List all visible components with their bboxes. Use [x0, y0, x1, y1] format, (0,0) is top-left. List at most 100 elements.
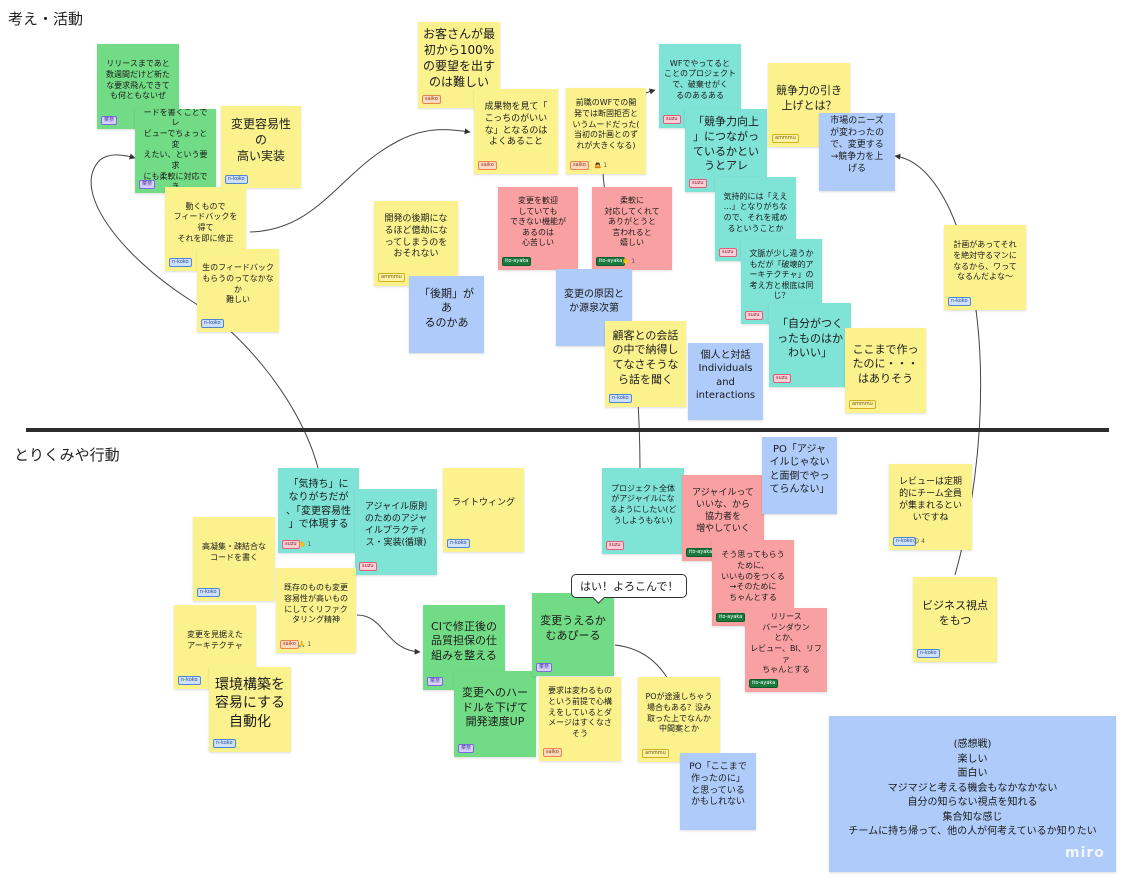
sticky-note[interactable]: 市場のニーズ が変わったの で、変更する →競争力を上 げる: [819, 113, 895, 191]
author-tag: suzu: [282, 540, 300, 549]
note-text: WFでやってると ことのプロジェクト で、破棄せがく るのあるある: [664, 58, 736, 100]
author-tag: suzu: [773, 374, 791, 383]
speech-bubble[interactable]: はい！よろこんで！: [571, 574, 688, 598]
note-text: CIで修正後の 品質担保の仕 組みを整える: [431, 619, 497, 662]
note-text: 市場のニーズ が変わったの で、変更する →競争力を上 げる: [829, 116, 884, 174]
author-tag: n-koko: [447, 539, 470, 548]
note-text: 環境構築を 容易にする 自動化: [214, 676, 286, 730]
note-text: ここまで作っ たのに・・・ はありそう: [852, 342, 919, 385]
reaction-badge[interactable]: 🙏 1: [298, 641, 312, 649]
author-tag: saiko: [280, 640, 299, 649]
note-text: 変更へのハー ドルを下げて 開発速度UP: [462, 686, 528, 729]
author-tag: suzu: [663, 115, 681, 124]
reaction-badge[interactable]: 👏 1: [622, 258, 636, 266]
note-text: 成果物を見て「 こっちのがいい な」となるのは よくあること: [484, 101, 548, 148]
author-tag: 菜奈: [101, 116, 118, 125]
reaction-badge[interactable]: 🙇 1: [594, 162, 608, 170]
sticky-note[interactable]: ここまで作っ たのに・・・ はありそう ammmu: [845, 328, 926, 413]
sticky-note[interactable]: 競争力の引き 上げとは？ ammmu: [768, 63, 850, 147]
author-tag: saiko: [478, 161, 497, 170]
impression-line: マジマジと考える機会もなかなかない: [887, 782, 1058, 794]
author-tag: n-koko: [178, 676, 201, 685]
note-text: プロジェクト全体 がアジャイルにな るようにしたい(ど うしようもない): [609, 483, 677, 525]
sticky-note[interactable]: PO「ここまで 作ったのに」 と思っている かもしれない: [680, 753, 756, 830]
author-tag: ito-ayaka: [716, 613, 746, 622]
note-text: 開発の後期にな るほど億劫にな ってしまうのを おそれない: [384, 213, 448, 260]
miro-logo: miro: [1065, 845, 1105, 861]
impression-line: 面白い: [957, 768, 988, 779]
sticky-note[interactable]: 個人と対話 Individuals and interactions: [688, 343, 763, 420]
sticky-note[interactable]: PO「アジャ イルじゃない と面倒でやっ てらんない」: [762, 437, 837, 514]
note-text: 動くもので フィードバックを得て それを即に修正: [173, 201, 238, 243]
note-text: 個人と対話 Individuals and interactions: [695, 349, 756, 401]
note-text: ライトウィング: [451, 498, 515, 509]
author-tag: suzu: [689, 179, 707, 188]
note-text: 計画があってそれ を絶対守るマンに なるから、ワって なるんだよな〜: [953, 240, 1017, 282]
note-text: 既存のものも変更 容易性が高いもの にしてくリファク タリング精神: [284, 583, 348, 625]
sticky-note[interactable]: 変更へのハー ドルを下げて 開発速度UP 菜奈: [454, 671, 536, 757]
impressions-card[interactable]: (感想戦) 楽しい 面白い マジマジと考える機会もなかなかない 自分の知らない視…: [829, 716, 1116, 872]
note-text: 変更を見据えた アーキテクチャ: [187, 630, 243, 650]
author-tag: n-koko: [609, 394, 632, 403]
sticky-note[interactable]: ライトウィング n-koko: [443, 468, 524, 552]
sticky-note[interactable]: アジャイル原則 のためのアジャ イルプラクティ ス・実装(循環) suzu: [355, 489, 437, 575]
reaction-badge[interactable]: 👏 1: [298, 541, 312, 549]
sticky-note[interactable]: 生のフィードバック もらうのってなかなか 難しい n-koko: [197, 249, 279, 332]
note-text: ビジネス視点 をもつ: [922, 598, 988, 627]
author-tag: saiko: [543, 748, 562, 757]
author-tag: suzu: [606, 541, 624, 550]
sticky-note[interactable]: 変更を歓迎 していても できない機能が あるのは 心苦しい ito-ayaka: [498, 187, 578, 270]
note-text: PO「ここまで 作ったのに」 と思っている かもしれない: [689, 761, 747, 808]
reaction-badge[interactable]: 😊 4: [913, 538, 925, 546]
note-text: 「競争力向上 」につながっ ているかとい うとアレ: [693, 115, 759, 173]
sticky-note[interactable]: レビューは定期 的にチーム全員 が集まれるとい いですね n-koko 😊 4: [889, 464, 972, 550]
connector-5[interactable]: [356, 614, 421, 655]
author-tag: 菜奈: [139, 180, 156, 189]
impression-line: 自分の知らない視点を知れる: [907, 797, 1038, 808]
sticky-note[interactable]: 要求は変わるもの という前提で心構 えをしているとダ メージはすくなさ そう s…: [539, 677, 621, 761]
note-text: 文脈が少し違うか もだが「破壊的ア ーキテクチャ」の 考え方と根底は同 じ？: [749, 248, 814, 301]
author-tag: 菜奈: [536, 663, 553, 672]
note-text: そう思ってもらう ために、 いいものをつくる →そのために ちゃんとする: [721, 550, 785, 602]
author-tag: n-koko: [225, 175, 248, 184]
sticky-note[interactable]: 成果物を見て「 こっちのがいい な」となるのは よくあること saiko: [474, 89, 558, 174]
sticky-note[interactable]: 柔軟に 対応してくれて ありがとうと 言われると 嬉しい ito-ayaka 👏…: [592, 187, 672, 270]
impression-line: チームに持ち帰って、他の人が何考えているか知りたい: [848, 826, 1097, 837]
note-text: 顧客との会話 の中で納得し てなさそうな ら話を聞く: [612, 328, 679, 386]
sticky-note[interactable]: 既存のものも変更 容易性が高いもの にしてくリファク タリング精神 saiko …: [276, 568, 356, 653]
author-tag: n-koko: [169, 258, 192, 267]
note-text: 「気持ち」に なりがちだが 、「変更容易性 」で体現する: [286, 478, 351, 530]
note-text: 生のフィードバック もらうのってなかなか 難しい: [202, 263, 274, 305]
impression-line: 集合知な感じ: [942, 811, 1003, 823]
note-text: 「後期」があ るのかあ: [419, 286, 474, 329]
note-text: リリース バーンダウン とか、 レビュー、BI、リファ ちゃんとする: [750, 612, 822, 675]
note-text: POが途遠しちゃう 場合もある？没み 取った上でなんか 中間案とか: [645, 692, 713, 734]
note-text: アジャイル原則 のためのアジャ イルプラクティ ス・実装(循環): [364, 502, 428, 548]
note-text: お客さんが最 初から100% の要望を出す のは難しい: [423, 27, 496, 89]
sticky-note[interactable]: 開発の後期にな るほど億劫にな ってしまうのを おそれない ammmu: [374, 201, 458, 286]
note-text: レビューは定期 的にチーム全員 が集まれるとい いですね: [898, 477, 962, 523]
sticky-note[interactable]: 高凝集・疎結合な コードを書く n-koko: [193, 517, 275, 601]
sticky-note[interactable]: 「自分がつく ったものはか わいい」 suzu: [769, 303, 851, 387]
sticky-note[interactable]: 「後期」があ るのかあ: [409, 276, 484, 353]
sticky-note[interactable]: プロジェクト全体 がアジャイルにな るようにしたい(ど うしようもない) suz…: [602, 468, 684, 554]
sticky-note[interactable]: 変更容易性の 高い実装 n-koko: [221, 106, 301, 188]
author-tag: ammmu: [849, 400, 876, 409]
sticky-note[interactable]: POが途遠しちゃう 場合もある？没み 取った上でなんか 中間案とか ammmu: [638, 677, 720, 762]
sticky-note[interactable]: 計画があってそれ を絶対守るマンに なるから、ワって なるんだよな〜 n-kok…: [944, 225, 1026, 310]
sticky-note[interactable]: 顧客との会話 の中で納得し てなさそうな ら話を聞く n-koko: [605, 321, 686, 407]
sticky-note[interactable]: リリース バーンダウン とか、 レビュー、BI、リファ ちゃんとする ito-a…: [745, 608, 827, 692]
author-tag: ito-ayaka: [596, 257, 626, 266]
impression-line: (感想戦): [953, 739, 992, 750]
note-text: 競争力の引き 上げとは？: [776, 84, 842, 112]
author-tag: ammmu: [378, 273, 405, 282]
sticky-note[interactable]: ビジネス視点 をもつ n-koko: [913, 577, 997, 662]
note-text: 要求は変わるもの という前提で心構 えをしているとダ メージはすくなさ そう: [548, 686, 612, 738]
note-text: 変更を歓迎 していても できない機能が あるのは 心苦しい: [510, 195, 566, 248]
sticky-note[interactable]: 環境構築を 容易にする 自動化 n-koko: [209, 667, 291, 752]
sticky-note[interactable]: 変更うえるか むあぴーる 菜奈: [532, 593, 614, 676]
sticky-note[interactable]: 変更容易性の高いコ ードを書くことでレ ビューでちょっと変 えたい、という要求 …: [135, 109, 216, 193]
sticky-note[interactable]: 「気持ち」に なりがちだが 、「変更容易性 」で体現する suzu 👏 1: [278, 468, 359, 553]
sticky-note[interactable]: 前職のWFでの開 発では断固拒否と いうムードだった( 当初の計画とのず れが大…: [566, 88, 646, 174]
